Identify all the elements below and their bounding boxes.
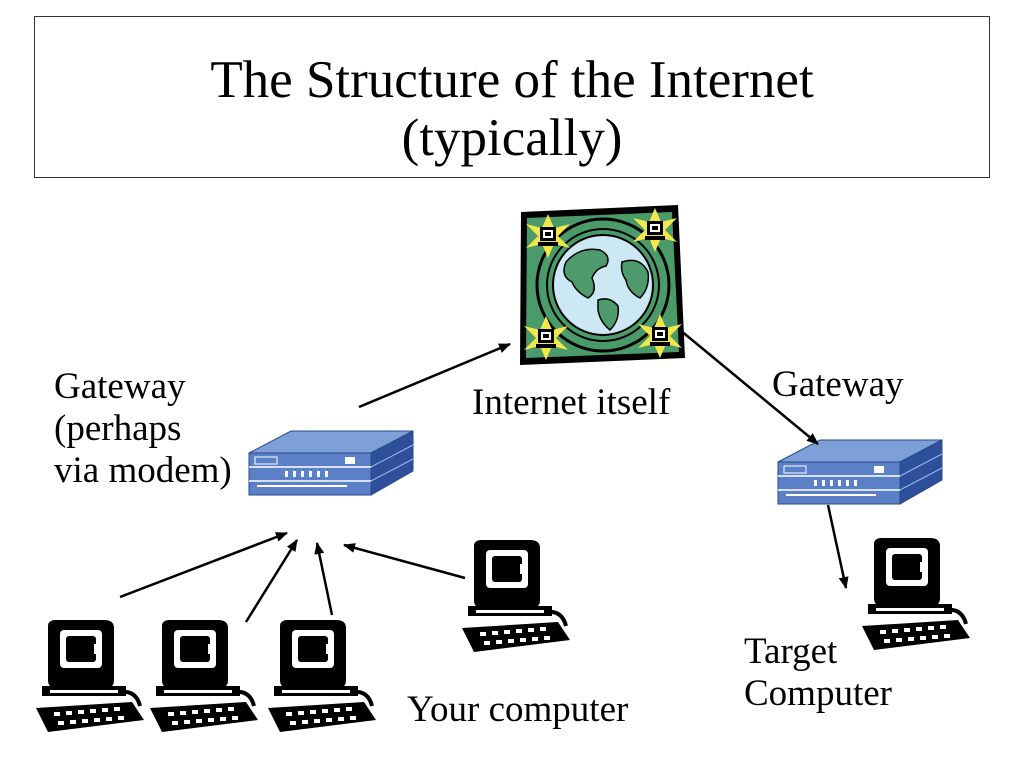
arrow-computer2-to-gateway — [244, 539, 299, 623]
computer-icon-2 — [148, 618, 260, 734]
globe-network-icon — [520, 205, 685, 365]
gateway-left-label-line-1: Gateway — [54, 366, 186, 407]
gateway-left-label-line-3: via modem) — [54, 450, 232, 491]
your-computer-label-text: Your computer — [407, 689, 629, 730]
arrow-gateway-to-internet — [358, 342, 511, 409]
internet-label: Internet itself — [472, 382, 670, 424]
target-computer-label: Target Computer — [744, 631, 892, 715]
gateway-left-label-line-2: (perhaps — [54, 408, 182, 449]
target-label-line-2: Computer — [744, 673, 892, 714]
your-computer-label: Your computer — [407, 689, 628, 731]
gateway-right-label-text: Gateway — [772, 364, 904, 405]
your-computer-icon — [460, 538, 572, 654]
arrow-computer3-to-gateway — [314, 542, 334, 616]
arrow-gateway-to-target — [826, 504, 849, 589]
gateway-left-router-icon — [248, 430, 414, 496]
computer-icon-1 — [34, 618, 146, 734]
arrow-your-computer-to-gateway — [343, 543, 466, 580]
gateway-right-router-icon — [777, 439, 943, 505]
target-label-line-1: Target — [744, 631, 838, 672]
internet-label-text: Internet itself — [472, 382, 671, 423]
computer-icon-3 — [266, 618, 378, 734]
gateway-left-label: Gateway (perhaps via modem) — [54, 366, 232, 492]
page-title-line-1: The Structure of the Internet — [210, 51, 814, 109]
gateway-right-label: Gateway — [772, 364, 904, 406]
arrow-internet-to-gateway — [679, 329, 819, 445]
arrow-computer1-to-gateway — [119, 531, 288, 599]
page-title-line-2: (typically) — [401, 109, 623, 167]
title-box: The Structure of the Internet (typically… — [34, 16, 990, 178]
